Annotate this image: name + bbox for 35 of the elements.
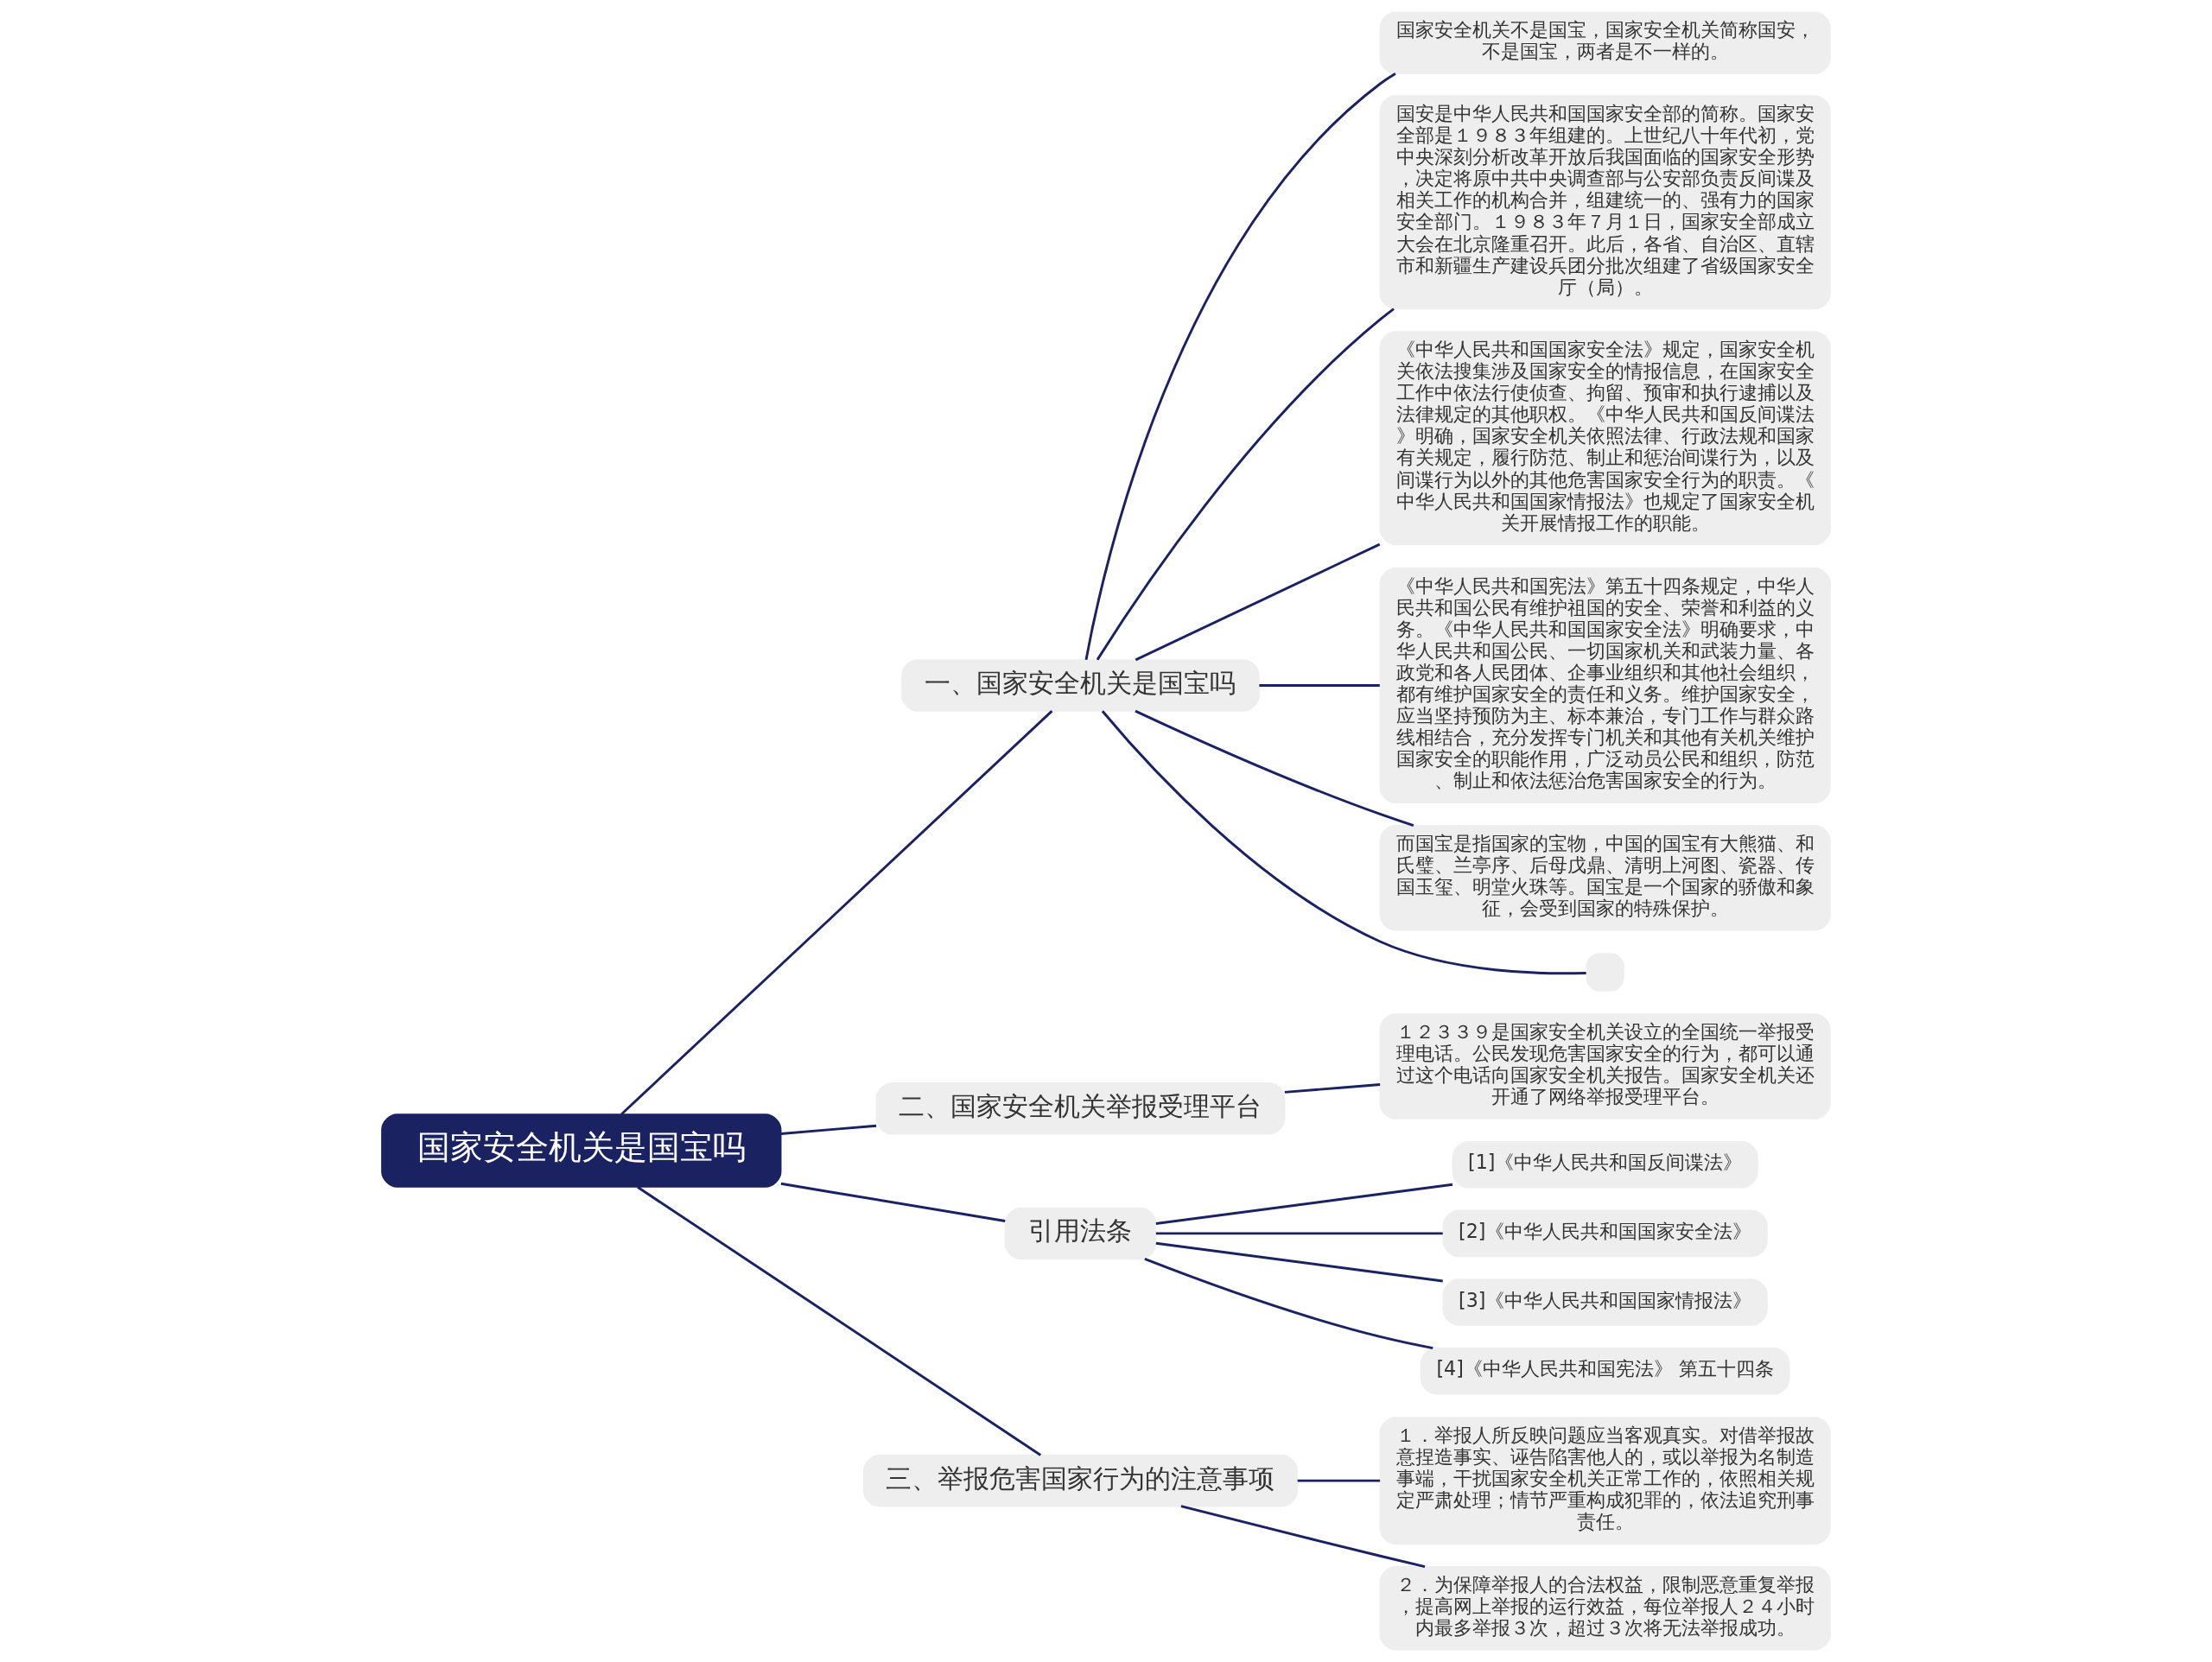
connector bbox=[1155, 1232, 1443, 1235]
node-box bbox=[1586, 953, 1624, 992]
node-box: ２．为保障举报人的合法权益，限制恶意重复举报，提高网上举报的运行效益，每位举报人２４小时内最多举报３次，超过３次将无法举报成功。 bbox=[1379, 1566, 1831, 1651]
connector bbox=[1084, 72, 1396, 660]
connector bbox=[780, 1124, 877, 1135]
connector bbox=[1135, 542, 1381, 662]
connector bbox=[780, 1182, 1006, 1223]
connector bbox=[1144, 1258, 1433, 1350]
connector bbox=[1096, 308, 1395, 661]
node-box: １２３３９是国家安全机关设立的全国统一举报受理电话。公民发现危害国家安全的行为，都可以通过这个电话向国家安全机关报告。国家安全机关还开通了网络举报受理平台。 bbox=[1379, 1013, 1831, 1120]
connector bbox=[1180, 1505, 1426, 1569]
node-box: 国安是中华人民共和国国家安全部的简称。国家安全部是１９８３年组建的。上世纪八十年代初，党中央深刻分析改革开放后我国面临的国家安全形势，决定将原中共中央调查部与公安部负责反间谍及相关工作的机构合并，组建统一的、强有力的国家安全部门。１９８３年７月１日，国家安全部成立大会在北京隆重召开。此后，各省、自治区、直辖市和新疆生产建设兵团分批次组建了省级国家安全厅（局）。 bbox=[1379, 95, 1831, 310]
node-box: 国家安全机关不是国宝，国家安全机关简称国安，不是国宝，两者是不一样的。 bbox=[1379, 11, 1831, 74]
node-box: [3]《中华人民共和国国家情报法》 bbox=[1442, 1278, 1768, 1326]
connector bbox=[620, 709, 1053, 1115]
connector bbox=[637, 1186, 1042, 1456]
node-box: １．举报人所反映问题应当客观真实。对借举报故意捏造事实、诬告陷害他人的，或以举报为名制造事端，干扰国家安全机关正常工作的，依照相关规定严肃处理；情节严重构成犯罪的，依法追究刑事责任。 bbox=[1379, 1417, 1831, 1545]
connector bbox=[1101, 710, 1586, 975]
connector bbox=[1135, 709, 1414, 827]
connector bbox=[1284, 1083, 1381, 1094]
node-box: 三、举报危害国家行为的注意事项 bbox=[862, 1454, 1299, 1507]
node-box: [1]《中华人民共和国反间谍法》 bbox=[1452, 1140, 1758, 1189]
node-box: 引用法条 bbox=[1004, 1207, 1157, 1260]
connector bbox=[1155, 1241, 1443, 1283]
node-box: 而国宝是指国家的宝物，中国的国宝有大熊猫、和氏璧、兰亭序、后母戊鼎、清明上河图、瓷器、传国玉玺、明堂火珠等。国宝是一个国家的骄傲和象征，会受到国家的特殊保护。 bbox=[1379, 825, 1831, 931]
node-box: [4]《中华人民共和国宪法》 第五十四条 bbox=[1420, 1347, 1790, 1395]
node-box: 《中华人民共和国国家安全法》规定，国家安全机关依法搜集涉及国家安全的情报信息，在国家安全工作中依法行使侦查、拘留、预审和执行逮捕以及法律规定的其他职权。《中华人民共和国反间谍法》明确，国家安全机关依照法律、行政法规和国家有关规定，履行防范、制止和惩治间谍行为，以及间谍行为以外的其他危害国家安全行为的职责。《中华人民共和国国家情报法》也规定了国家安全机关开展情报工作的职能。 bbox=[1379, 331, 1831, 546]
connector bbox=[1155, 1183, 1453, 1226]
connector bbox=[1259, 683, 1380, 687]
node-box: [2]《中华人民共和国国家安全法》 bbox=[1442, 1209, 1768, 1258]
node-box: 一、国家安全机关是国宝吗 bbox=[901, 659, 1260, 712]
node-box: 国家安全机关是国宝吗 bbox=[381, 1113, 782, 1188]
node-box: 二、国家安全机关举报受理平台 bbox=[875, 1082, 1286, 1135]
node-box: 《中华人民共和国宪法》第五十四条规定，中华人民共和国公民有维护祖国的安全、荣誉和利益的义务。《中华人民共和国国家安全法》明确要求，中华人民共和国公民、一切国家机关和武装力量、各政党和各人民团体、企事业组织和其他社会组织，都有维护国家安全的责任和义务。维护国家安全，应当坚持预防为主、标本兼治，专门工作与群众路线相结合，充分发挥专门机关和其他有关机关维护国家安全的职能作用，广泛动员公民和组织，防范、制止和依法惩治危害国家安全的行为。 bbox=[1379, 567, 1831, 803]
connector bbox=[1297, 1479, 1381, 1482]
